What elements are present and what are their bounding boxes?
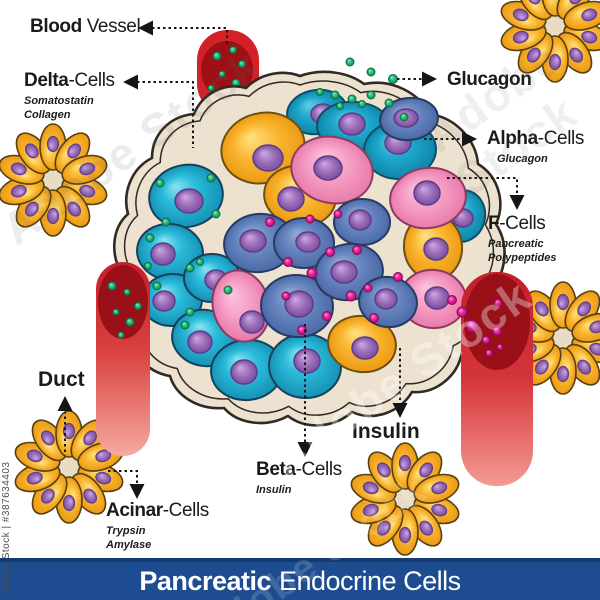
acinar-flower-bottom-center: [346, 442, 464, 556]
blood-vessel-right: [461, 272, 533, 486]
delta-cells-leader: [137, 81, 194, 148]
label-alpha-sub1: Glucagon: [497, 153, 548, 165]
arrowheads: [57, 20, 525, 499]
beta-cells-arrow: [297, 442, 313, 457]
label-insulin: Insulin: [352, 420, 420, 443]
label-acinar-sub2: Amylase: [106, 539, 152, 551]
delta-cells-arrow: [123, 74, 138, 90]
label-f-sub2: Polypeptides: [488, 252, 557, 264]
label-blood-vessel: Blood Vessel: [30, 16, 141, 37]
label-f-cells: F-Cells Pancreatic Polypeptides: [488, 213, 557, 264]
watermark-stock-id: Adobe Stock | #387634403: [1, 461, 12, 594]
islet: [112, 70, 506, 427]
title-rest: Endocrine Cells: [279, 565, 461, 596]
label-alpha-cells: Alpha-Cells Glucagon: [487, 128, 584, 165]
alpha-cells-arrow: [462, 131, 477, 147]
label-duct: Duct: [38, 368, 85, 391]
label-glucagon: Glucagon: [447, 69, 532, 90]
label-blood-vessel-bold: Blood: [30, 16, 82, 37]
blood-vessel-left: [96, 262, 150, 456]
label-delta-sub1: Somatostatin: [24, 95, 94, 107]
blood-vessel-arrow: [138, 20, 153, 36]
label-beta-cells: Beta-Cells Insulin: [256, 459, 342, 496]
magenta-granules: [265, 209, 403, 335]
duct-arrow: [57, 396, 73, 411]
title-bold: Pancreatic: [139, 565, 271, 596]
leader-lines: [64, 27, 518, 485]
escaping-granules: [345, 57, 468, 318]
islet-inner-membrane: [123, 80, 495, 416]
label-acinar-cells: Acinar-Cells Trypsin Amylase: [106, 500, 209, 551]
glucagon-arrow: [422, 71, 437, 87]
pink-cells-group: [211, 135, 467, 343]
title-banner: Pancreatic Endocrine Cells: [0, 558, 600, 600]
label-beta-sub1: Insulin: [256, 484, 292, 496]
f-cells-arrow: [509, 195, 525, 210]
f-cells-leader: [447, 177, 518, 196]
label-acinar-sub1: Trypsin: [106, 525, 146, 537]
acinar-cells-leader: [108, 470, 138, 485]
insulin-arrow: [392, 403, 408, 418]
label-f-sub1: Pancreatic: [488, 238, 544, 250]
acinar-cells-arrow: [129, 484, 145, 499]
label-delta-cells: Delta-Cells Somatostatin Collagen: [24, 70, 115, 121]
green-granules: [144, 88, 409, 330]
label-blood-vessel-rest: Vessel: [81, 16, 141, 37]
label-delta-sub2: Collagen: [24, 109, 71, 121]
acinar-flower-left: [0, 123, 112, 237]
